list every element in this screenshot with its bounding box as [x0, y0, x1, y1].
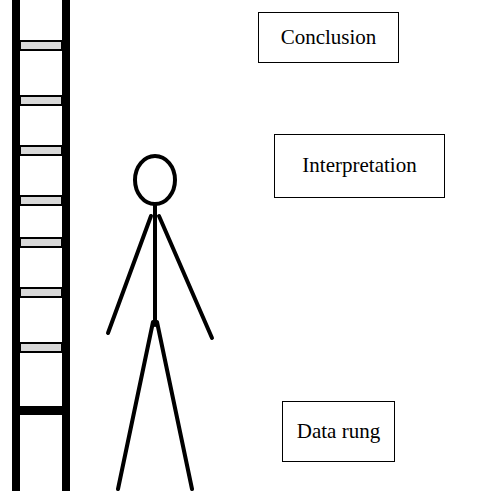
figure-arm: [108, 216, 151, 333]
box-label: Conclusion: [281, 25, 377, 50]
label-box: Data rung: [282, 401, 395, 462]
figure-leg: [118, 322, 153, 489]
figure-head: [135, 156, 175, 204]
ladder-rung: [20, 288, 62, 297]
ladder-rung: [20, 196, 62, 205]
ladder-rung: [20, 41, 62, 50]
box-label: Interpretation: [302, 153, 416, 178]
figure-body: [153, 204, 157, 325]
label-box: Interpretation: [274, 134, 445, 198]
figure-arm: [159, 216, 212, 338]
ladder-rung: [20, 146, 62, 155]
ladder: [12, 0, 70, 491]
ladder-rung: [20, 96, 62, 105]
figure-leg: [157, 322, 192, 489]
ladder-rail: [12, 0, 20, 491]
ladder-rung: [20, 343, 62, 352]
ladder-rail: [62, 0, 70, 491]
ladder-rung: [20, 406, 62, 415]
box-label: Data rung: [297, 419, 380, 444]
ladder-rung: [20, 238, 62, 247]
label-box: Conclusion: [258, 12, 399, 63]
stick-figure: [108, 156, 212, 489]
